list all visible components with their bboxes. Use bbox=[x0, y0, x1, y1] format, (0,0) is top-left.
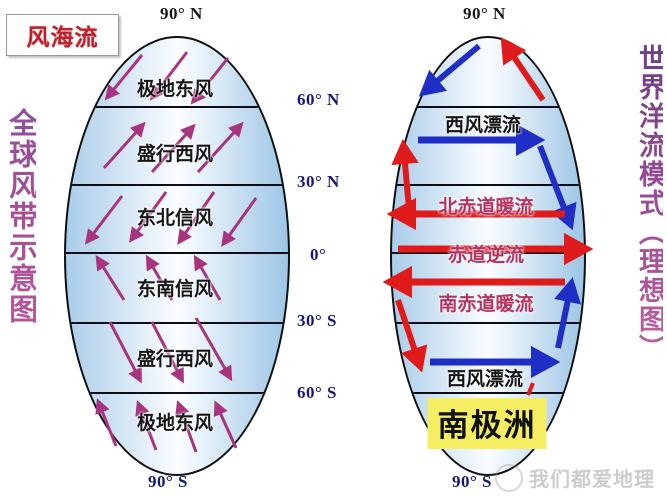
current-label-west-wind-drift-s: 西风漂流 bbox=[446, 368, 524, 390]
lat-label-90s-left: 90° S bbox=[148, 472, 189, 491]
antarctica-label: 南极洲 bbox=[427, 398, 547, 449]
wind-band-label-ne-trades: 东北信风 bbox=[136, 207, 214, 229]
band-line-60n-r bbox=[392, 106, 584, 108]
current-label-west-wind-drift-n: 西风漂流 bbox=[444, 114, 522, 136]
band-line-30n-r bbox=[392, 184, 584, 186]
lat-label-60n: 60° N bbox=[297, 90, 340, 109]
title-box: 风海流 bbox=[6, 14, 119, 56]
lat-label-30n: 30° N bbox=[297, 172, 340, 191]
lat-label-0: 0° bbox=[310, 245, 327, 264]
lat-label-30s: 30° S bbox=[297, 311, 338, 330]
lat-label-90n-right: 90° N bbox=[463, 4, 506, 23]
lat-label-60s: 60° S bbox=[297, 383, 338, 402]
current-label-north-equatorial: 北赤道暖流 bbox=[438, 196, 534, 218]
watermark: 我们都爱地理 bbox=[495, 463, 655, 492]
band-line-60s-r bbox=[392, 392, 584, 394]
right-caption-ocean-currents: 世界洋流模式（理想图） bbox=[634, 44, 665, 363]
left-caption-wind-belts: 全球风带示意图 bbox=[4, 108, 39, 325]
wind-band-label-westerlies-s: 盛行西风 bbox=[136, 348, 214, 370]
band-line-30s bbox=[66, 322, 288, 324]
lat-label-90s-right: 90° S bbox=[452, 472, 493, 491]
wind-band-label-polar-easterlies-s: 极地东风 bbox=[136, 412, 214, 434]
circle-logo-icon bbox=[495, 463, 523, 492]
band-line-30n bbox=[66, 184, 288, 186]
band-line-equator-r bbox=[392, 252, 584, 254]
band-line-60n bbox=[66, 106, 288, 108]
lat-label-90n-left: 90° N bbox=[160, 4, 203, 23]
watermark-text: 我们都爱地理 bbox=[529, 467, 655, 491]
current-label-equatorial-counter: 赤道逆流 bbox=[447, 244, 525, 266]
title-text: 风海流 bbox=[26, 24, 99, 51]
wind-band-label-westerlies-n: 盛行西风 bbox=[136, 143, 214, 165]
band-line-60s bbox=[66, 392, 288, 394]
band-line-30s-r bbox=[392, 322, 584, 324]
wind-band-label-polar-easterlies-n: 极地东风 bbox=[136, 78, 214, 100]
current-label-south-equatorial: 南赤道暖流 bbox=[438, 293, 534, 315]
band-line-equator bbox=[66, 252, 288, 254]
wind-band-label-se-trades: 东南信风 bbox=[136, 278, 214, 300]
